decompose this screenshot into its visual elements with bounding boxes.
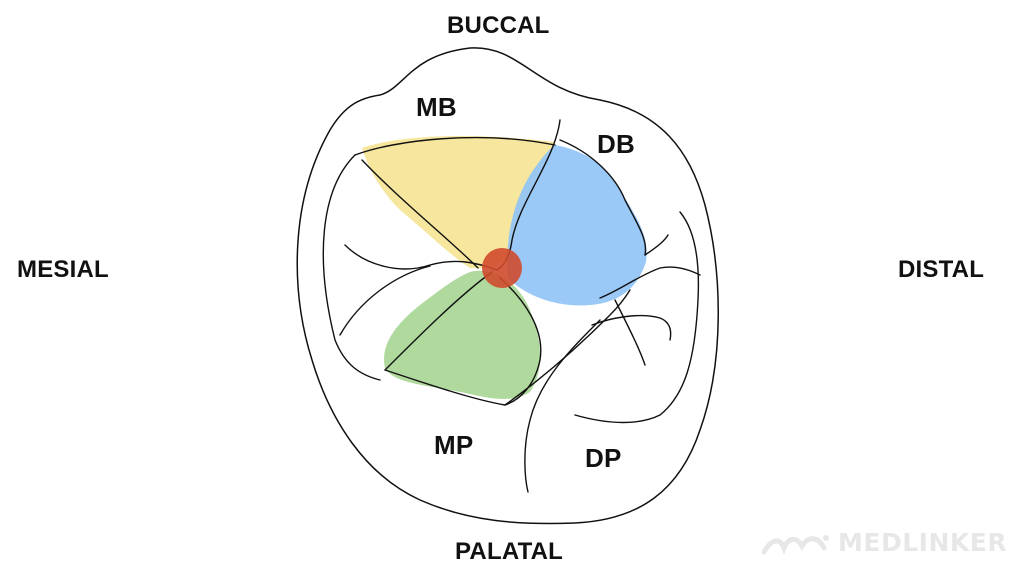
medlinker-logo-icon: [762, 534, 829, 555]
distal-marginal-ridge-line: [574, 211, 700, 424]
db-cusp-label: DB: [597, 129, 635, 159]
mesiobuccal-ridge-line: [361, 159, 479, 269]
mp-cusp-region: [384, 270, 541, 399]
medlinker-watermark: MEDLINKER: [762, 528, 1007, 557]
db-cusp-region: [507, 145, 647, 306]
mesiopalatal-groove-line: [339, 265, 431, 336]
distopalatal-groove-line: [524, 319, 601, 493]
buccal-label: BUCCAL: [447, 12, 550, 39]
distal-label: DISTAL: [898, 256, 985, 283]
mesial-groove-line: [344, 244, 498, 271]
mesial-marginal-ridge-line: [322, 154, 381, 381]
dp-cusp-label: DP: [585, 443, 622, 473]
watermark-text: MEDLINKER: [838, 528, 1008, 557]
central-fossa-point: [482, 248, 522, 288]
mb-cusp-label: MB: [416, 92, 457, 122]
mp-cusp-label: MP: [434, 430, 474, 460]
mesial-label: MESIAL: [17, 256, 109, 283]
distal-fossa-line: [591, 314, 672, 341]
db-outer-ridge-line: [559, 139, 647, 256]
palatal-groove-line: [499, 277, 542, 406]
mb-cusp-ridge-line: [354, 136, 556, 156]
distal-groove-line: [599, 234, 701, 299]
palatal-label: PALATAL: [455, 538, 564, 565]
mp-cusp-ridge-line: [384, 271, 493, 371]
tooth-crown-outline: [296, 47, 719, 525]
distopalatal-ridge-line: [614, 299, 646, 366]
mb-cusp-region: [362, 136, 555, 269]
